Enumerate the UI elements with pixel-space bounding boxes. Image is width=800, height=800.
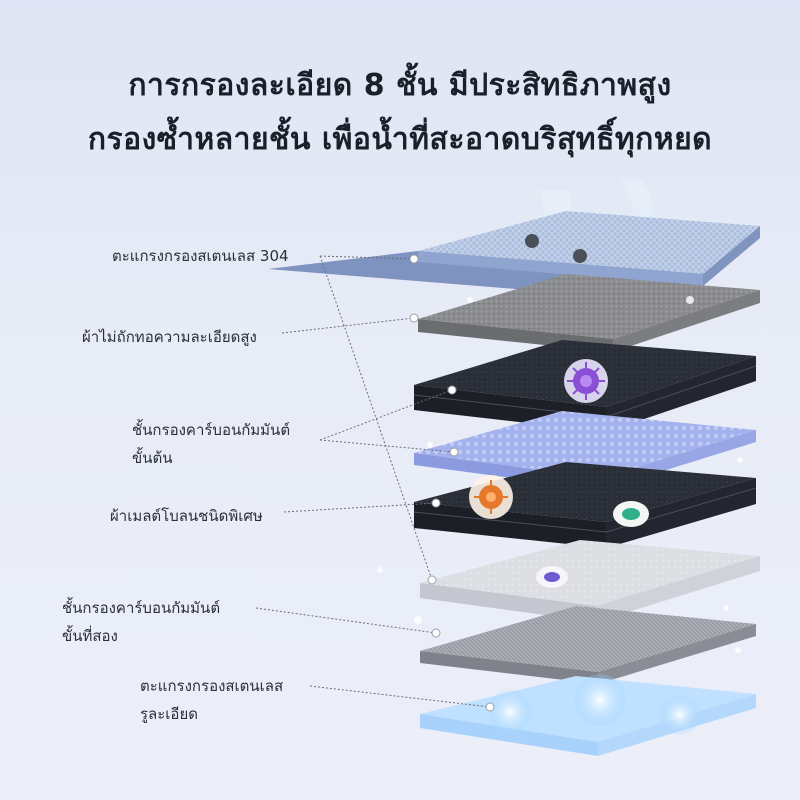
- water-droplets: [377, 296, 743, 653]
- headline-line-1: การกรองละเอียด 8 ชั้น มีประสิทธิภาพสูง: [128, 68, 672, 103]
- label-line: ชั้นกรองคาร์บอนกัมมันต์: [62, 599, 221, 617]
- layer-carbon-secondary: [413, 462, 757, 548]
- label-line: ผ้าเมลต์โบลนชนิดพิเศษ: [110, 507, 263, 525]
- headline-line-2: กรองซ้ำหลายชั้น เพื่อน้ำที่สะอาดบริสุทธิ…: [87, 122, 713, 157]
- layer-white-sheet: [420, 540, 760, 622]
- label-stainless-mesh-304: ตะแกรงกรองสเตนเลส 304: [112, 242, 289, 270]
- leader-lines: [255, 255, 491, 708]
- marker-dots: [409, 254, 495, 712]
- layer-stainless-mesh-304: [268, 211, 760, 292]
- label-line: ขั้นต้น: [132, 449, 173, 467]
- label-carbon-secondary: ชั้นกรองคาร์บอนกัมมันต์ ขั้นที่สอง: [62, 594, 302, 650]
- label-nonwoven-felt: ผ้าไม่ถักทอความละเอียดสูง: [82, 323, 257, 351]
- particle-purple-icon: [536, 566, 568, 588]
- label-line: ตะแกรงกรองสเตนเลส 304: [112, 247, 289, 265]
- layer-water-base: [420, 674, 756, 756]
- layer-nonwoven-felt: [418, 274, 760, 352]
- label-line: ตะแกรงกรองสเตนเลส: [140, 677, 284, 695]
- label-meltblown: ผ้าเมลต์โบลนชนิดพิเศษ: [110, 502, 263, 530]
- label-fine-stainless-mesh: ตะแกรงกรองสเตนเลส รูละเอียด: [140, 672, 360, 728]
- virus-purple-icon: [564, 359, 608, 403]
- label-carbon-primary: ชั้นกรองคาร์บอนกัมมันต์ ขั้นต้น: [132, 416, 352, 472]
- virus-orange-icon: [469, 475, 513, 519]
- bacteria-green-icon: [613, 501, 649, 527]
- label-line: ผ้าไม่ถักทอความละเอียดสูง: [82, 328, 257, 346]
- label-line: รูละเอียด: [140, 705, 198, 723]
- label-line: ชั้นกรองคาร์บอนกัมมันต์: [132, 421, 291, 439]
- layer-fine-mesh: [420, 606, 756, 684]
- label-line: ขั้นที่สอง: [62, 627, 118, 645]
